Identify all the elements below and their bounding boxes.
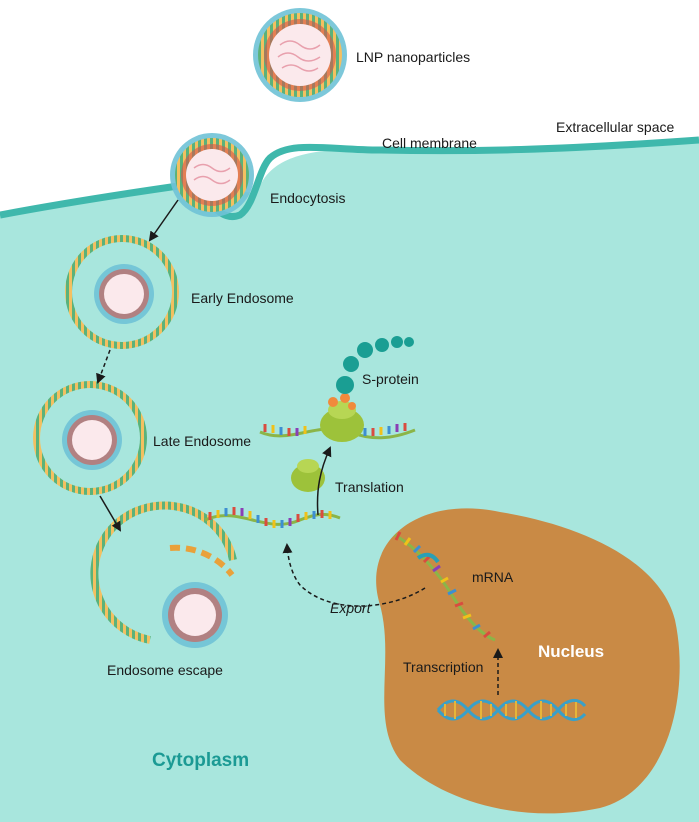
cytoplasmic-mrna	[204, 507, 341, 528]
ribosome-free	[291, 459, 325, 492]
nucleus	[376, 508, 680, 814]
arrow-endocytosis-to-early	[148, 199, 179, 242]
label-transcription: Transcription	[403, 659, 483, 675]
lnp-nanoparticle-top	[253, 8, 347, 102]
label-early-endosome: Early Endosome	[191, 290, 294, 306]
arrow-late-to-escape	[99, 495, 122, 532]
label-lnp-nanoparticles: LNP nanoparticles	[356, 49, 470, 65]
endosome-escape	[90, 501, 237, 648]
lnp-endocytosis	[170, 133, 254, 217]
label-export: Export	[330, 600, 372, 616]
arrow-export	[282, 543, 426, 607]
early-endosome	[65, 235, 179, 349]
ribosome-translating	[320, 393, 364, 442]
label-cell-membrane: Cell membrane	[382, 135, 477, 151]
label-endosome-escape: Endosome escape	[107, 662, 223, 678]
dna-helix	[436, 699, 587, 721]
label-cytoplasm: Cytoplasm	[152, 750, 249, 771]
label-translation: Translation	[335, 479, 404, 495]
arrow-early-to-late	[96, 349, 111, 384]
s-protein-chain	[336, 336, 414, 394]
label-extracellular-space: Extracellular space	[556, 119, 674, 135]
label-nucleus: Nucleus	[538, 642, 604, 661]
cell-membrane	[0, 136, 699, 221]
label-endocytosis: Endocytosis	[270, 190, 345, 206]
label-s-protein: S-protein	[362, 371, 419, 387]
arrow-translation	[316, 446, 332, 516]
label-late-endosome: Late Endosome	[153, 433, 251, 449]
nuclear-mrna	[394, 531, 496, 642]
late-endosome	[33, 381, 147, 495]
label-mrna: mRNA	[472, 569, 514, 585]
